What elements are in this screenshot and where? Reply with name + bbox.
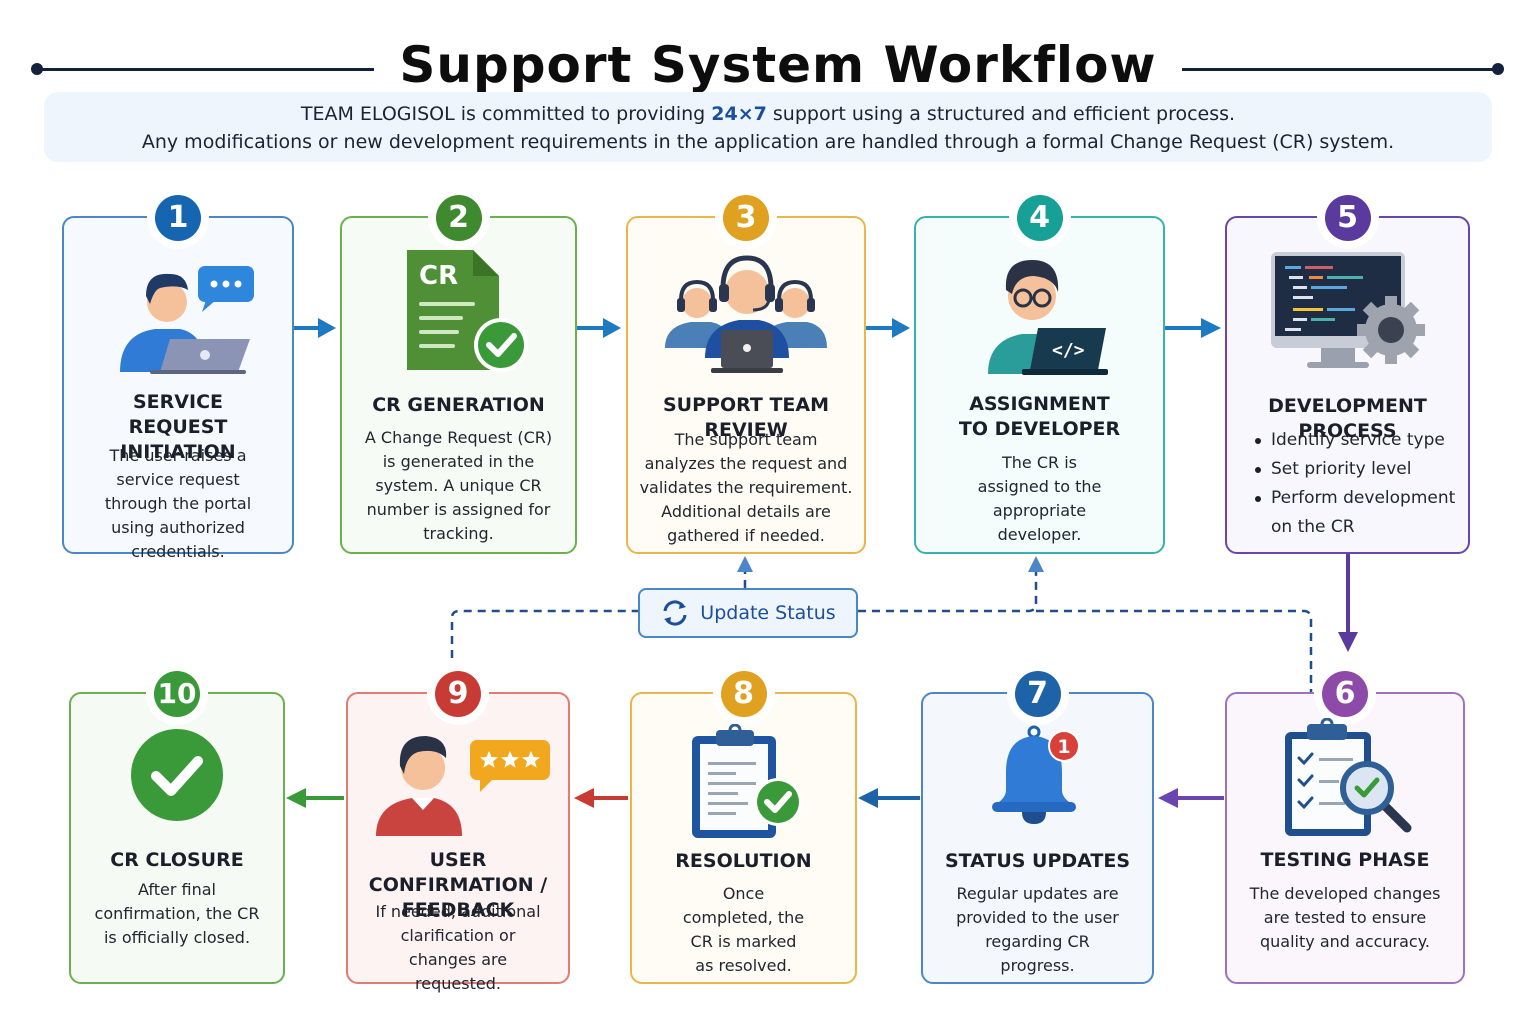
- step-title: STATUS UPDATES: [944, 850, 1131, 872]
- step-card-3: 3 SUPPORT TEAM REVIEW The support team a…: [626, 195, 866, 554]
- step-card-1: 1 SERVICE REQUEST INITIATION The user ra…: [62, 195, 294, 561]
- step-title: DEVELOPMENT PROCESS: [1268, 395, 1427, 442]
- title-decoration-line: [1182, 68, 1498, 71]
- step-title: RESOLUTION: [675, 850, 812, 872]
- step-card-6: 6 TESTING PHASE The developed changes ar…: [1225, 671, 1465, 984]
- update-status-dashed-lines: [450, 570, 1313, 692]
- clipboard-magnifier-icon: [1285, 718, 1412, 836]
- step-card-8: 8 RESOLUTION Once completed, the CR is m…: [630, 671, 857, 984]
- step-description: Once completed, the CR is marked as reso…: [682, 884, 805, 975]
- notification-count: 1: [1057, 736, 1070, 758]
- arrow-8-to-9: [574, 788, 628, 808]
- page-title: Support System Workflow: [399, 36, 1157, 94]
- arrow-to-step-4: [1028, 556, 1044, 572]
- step-card-4: 4 </> ASSIGNMENT TO DEVELOPER The CR is …: [914, 195, 1165, 554]
- step-badge: 7: [1014, 671, 1061, 717]
- arrow-7-to-8: [858, 788, 920, 808]
- clipboard-check-icon: [691, 724, 802, 838]
- title-row: Support System Workflow: [0, 18, 1536, 94]
- arrow-6-to-7: [1158, 788, 1224, 808]
- refresh-icon: [663, 600, 687, 626]
- step-title: USER CONFIRMATION / FEEDBACK: [368, 849, 548, 921]
- step-badge: 1: [155, 195, 201, 241]
- step-badge: 2: [435, 195, 482, 241]
- support-team-headset-icon: [665, 255, 827, 373]
- step-title: ASSIGNMENT TO DEVELOPER: [958, 393, 1121, 440]
- arrow-3-to-4: [866, 318, 910, 338]
- code-tag-label: </>: [1052, 340, 1085, 361]
- intro-highlight: 24×7: [711, 103, 767, 125]
- title-decoration-dot: [1492, 63, 1504, 75]
- step-title: CR CLOSURE: [110, 849, 244, 871]
- step-badge: 5: [1324, 195, 1371, 241]
- step-card-2: 2 CR CR GENERATION A Change Request (CR)…: [340, 195, 577, 554]
- step-bullets: Identify service type Set priority level…: [1235, 426, 1460, 542]
- cr-document-check-icon: CR: [406, 250, 528, 372]
- step-badge: 6: [1322, 671, 1368, 717]
- arrow-2-to-3: [577, 318, 621, 338]
- step-description: The developed changes are tested to ensu…: [1249, 884, 1441, 951]
- step-description: If needed, additional clarification or c…: [375, 902, 541, 993]
- step-description: The user raises a service request throug…: [104, 446, 252, 561]
- developer-laptop-icon: </>: [987, 260, 1108, 375]
- step-description: After final confirmation, the CR is offi…: [94, 880, 260, 947]
- intro-line-1: TEAM ELOGISOL is committed to providing …: [44, 100, 1492, 128]
- bullet-item: Set priority level: [1255, 455, 1460, 484]
- step-card-7: 7 1 STATUS UPDATES Regular updates are p…: [921, 671, 1154, 984]
- title-decoration-line: [36, 68, 374, 71]
- step-badge: 4: [1016, 195, 1063, 241]
- cr-icon-label: CR: [419, 261, 458, 291]
- intro-banner: TEAM ELOGISOL is committed to providing …: [44, 92, 1492, 162]
- intro-text: support using a structured and efficient…: [766, 103, 1236, 125]
- step-title: TESTING PHASE: [1260, 849, 1430, 871]
- step-description: A Change Request (CR) is generated in th…: [364, 428, 553, 543]
- step-title: SUPPORT TEAM REVIEW: [662, 394, 830, 441]
- monitor-code-gear-icon: [1270, 252, 1425, 368]
- update-status-node: Update Status: [638, 588, 858, 638]
- step-card-5: 5 DEVELOPMENT PROCESS Identify service t…: [1225, 195, 1470, 554]
- bullet-item: Identify service type: [1255, 426, 1460, 455]
- step-badge: 10: [154, 671, 200, 717]
- step-description: The support team analyzes the request an…: [639, 430, 853, 545]
- arrow-4-to-5: [1165, 318, 1221, 338]
- step-card-9: 9 USER CONFIRMATION / FEEDBACK If needed…: [346, 671, 570, 993]
- arrow-1-to-2: [292, 318, 336, 338]
- step-badge: 9: [435, 671, 481, 717]
- intro-line-2: Any modifications or new development req…: [141, 131, 1395, 153]
- arrow-5-to-6: [1338, 554, 1358, 652]
- step-description: Regular updates are provided to the user…: [956, 884, 1119, 975]
- arrow-9-to-10: [286, 788, 344, 808]
- notification-bell-icon: 1: [991, 725, 1080, 824]
- update-status-label: Update Status: [700, 602, 836, 624]
- step-description: The CR is assigned to the appropriate de…: [977, 453, 1102, 544]
- user-rating-icon: [376, 736, 550, 836]
- bullet-item: Perform development on the CR: [1255, 484, 1460, 542]
- step-title: CR GENERATION: [372, 394, 545, 416]
- step-badge: 8: [720, 671, 767, 717]
- user-laptop-chat-icon: [120, 266, 254, 374]
- intro-text: TEAM ELOGISOL is committed to providing: [300, 103, 712, 125]
- step-title: SERVICE REQUEST INITIATION: [120, 391, 236, 463]
- arrow-to-step-3: [737, 556, 753, 572]
- step-card-10: 10 CR CLOSURE After final confirmation, …: [69, 671, 285, 984]
- check-circle-icon: [131, 729, 223, 821]
- step-badge: 3: [723, 195, 769, 241]
